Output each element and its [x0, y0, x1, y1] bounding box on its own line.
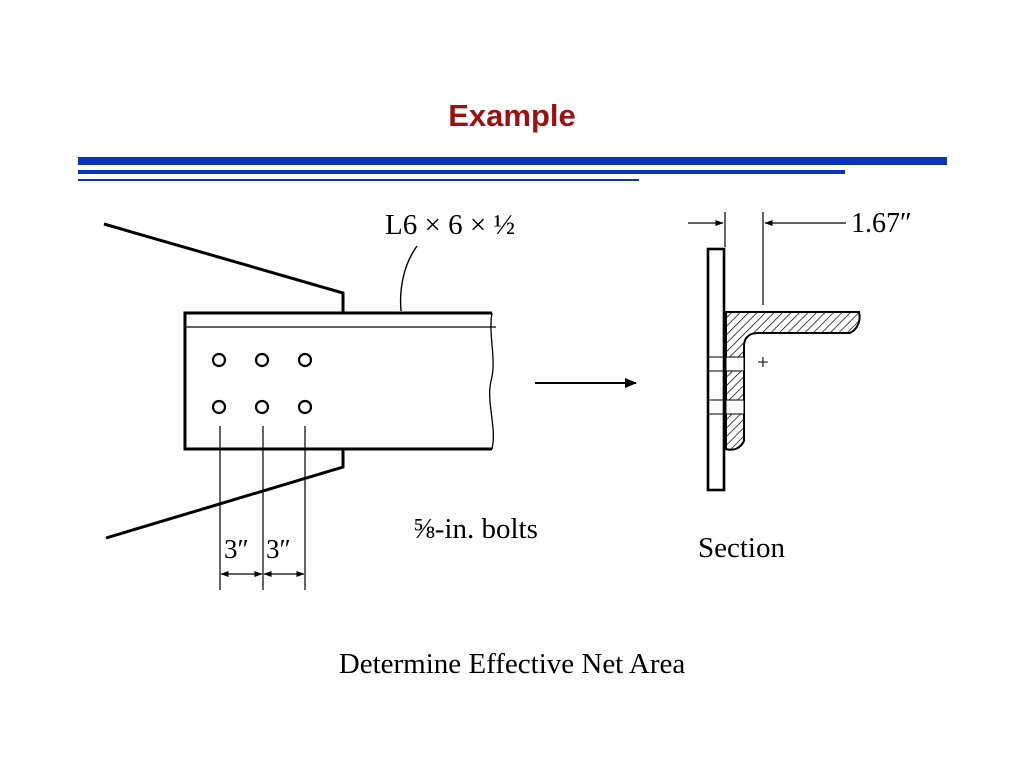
angle-label-leader — [399, 245, 418, 312]
centroid-dimension-label: 1.67″ — [851, 208, 912, 239]
bolt-hole — [297, 352, 313, 368]
bolt-hole-section — [725, 356, 745, 372]
slide-title: Example — [448, 98, 576, 133]
section-view: + — [706, 247, 861, 492]
bolt-hole-section — [725, 399, 745, 415]
angle-cross-section — [725, 311, 861, 451]
title-rule-top — [78, 157, 947, 165]
slide-caption: Determine Effective Net Area — [338, 648, 686, 680]
bolt-spacing-dimension: 3″ 3″ — [219, 426, 306, 590]
title-rule-middle — [78, 170, 845, 174]
spacing-label-2: 3″ — [266, 534, 291, 564]
centroid-dimension: 1.67″ — [688, 208, 912, 305]
gusset-plate — [103, 222, 345, 540]
angle-member-elevation — [183, 311, 496, 451]
bolts-label: ⅝-in. bolts — [413, 513, 538, 545]
gusset-plate-section — [706, 247, 726, 492]
bolt-hole — [297, 399, 313, 415]
section-label: Section — [698, 532, 785, 564]
bolt-hole — [254, 399, 270, 415]
title-rule-bottom — [78, 179, 639, 181]
bolt-holes — [211, 352, 313, 415]
spacing-label-1: 3″ — [224, 534, 249, 564]
angle-designation-label: L6 × 6 × ½ — [385, 209, 515, 241]
centroid-mark: + — [757, 350, 769, 374]
bolt-hole — [211, 352, 227, 368]
bolt-hole — [211, 399, 227, 415]
bolt-hole — [254, 352, 270, 368]
break-line — [489, 312, 494, 450]
